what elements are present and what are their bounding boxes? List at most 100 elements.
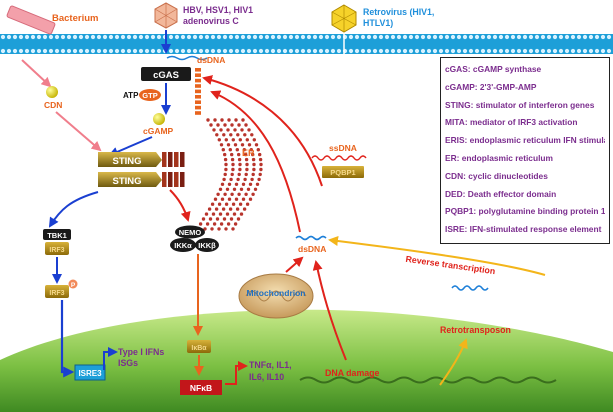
lipid-head — [174, 48, 180, 54]
ikkb-label: IKKβ — [198, 241, 216, 250]
er-dot — [227, 118, 231, 122]
lipid-head — [528, 34, 534, 40]
lipid-head — [312, 34, 318, 40]
er-dot — [222, 177, 226, 182]
lipid-head — [438, 48, 444, 54]
lipid-head — [546, 34, 552, 40]
ikkb-ellipse — [195, 238, 219, 252]
er-dot — [252, 138, 256, 142]
er-dot — [234, 197, 239, 201]
mitochondrion-cristae — [245, 290, 307, 302]
er-dot — [223, 152, 227, 157]
lipid-head — [372, 34, 378, 40]
lipid-head — [102, 34, 108, 40]
dna-ladder-rung — [195, 95, 201, 99]
er-dot — [213, 118, 217, 122]
lipid-head — [288, 48, 294, 54]
er-dot — [210, 227, 214, 231]
er-dot — [256, 148, 260, 152]
lipid-head — [318, 48, 324, 54]
lipid-head — [432, 48, 438, 54]
retrotransposon-label: Retrotransposon — [440, 325, 511, 335]
lipid-head — [246, 34, 252, 40]
sting-dimer — [98, 152, 185, 187]
lipid-head — [450, 48, 456, 54]
er-dot — [236, 217, 241, 221]
lipid-head — [408, 34, 414, 40]
er-dot — [236, 133, 240, 137]
lipid-head — [252, 34, 258, 40]
lipid-head — [186, 48, 192, 54]
mitochondrion-label: Mitochondrion — [246, 288, 305, 298]
irf3-phospho-box — [45, 285, 69, 298]
legend-item-er: ER: endoplasmic reticulum — [445, 152, 553, 163]
lipid-head — [66, 48, 72, 54]
er-dot — [201, 217, 206, 221]
tbk1-label: TBK1 — [47, 231, 67, 240]
lipid-head — [570, 48, 576, 54]
lipid-head — [348, 48, 354, 54]
lipid-head — [498, 48, 504, 54]
lipid-head — [210, 48, 216, 54]
lipid-head — [204, 48, 210, 54]
er-dot — [245, 162, 249, 167]
lipid-head — [414, 34, 420, 40]
er-dot — [226, 143, 231, 147]
er-dot — [217, 227, 221, 231]
er-dot — [234, 182, 239, 186]
irf3-to-isre3-arrow — [60, 300, 75, 378]
er-dot — [241, 182, 246, 186]
lipid-head — [360, 48, 366, 54]
er-dot — [230, 157, 235, 162]
er-dot — [224, 227, 228, 231]
legend-item-cgas: cGAS: cGAMP synthase — [445, 64, 542, 74]
er-dot — [245, 167, 249, 172]
sting-lower-label: STING — [112, 176, 141, 187]
lipid-head — [558, 48, 564, 54]
lipid-head — [138, 48, 144, 54]
lipid-head — [72, 48, 78, 54]
er-dot — [234, 118, 238, 122]
cdn-to-sting-arrow — [55, 111, 102, 152]
lipid-head — [432, 34, 438, 40]
lipid-head — [216, 34, 222, 40]
lipid-head — [42, 34, 48, 40]
chromatin-dna-wave — [299, 376, 557, 384]
er-dot — [217, 138, 221, 142]
er-dot — [228, 148, 232, 152]
dsdna-to-cgas-arrow — [210, 90, 301, 233]
er-dot — [206, 118, 210, 122]
lipid-head — [462, 48, 468, 54]
gtp-ellipse — [139, 89, 161, 101]
lipid-head — [564, 34, 570, 40]
er-dot — [204, 212, 209, 216]
lipid-head — [144, 48, 150, 54]
er-dot — [219, 143, 224, 147]
legend-item-cgamp: cGAMP: 2'3'-GMP-AMP — [445, 81, 537, 92]
er-dot — [239, 212, 244, 216]
lipid-head — [6, 34, 12, 40]
lipid-head — [228, 48, 234, 54]
lipid-head — [24, 48, 30, 54]
er-dot — [227, 182, 232, 186]
legend-box: cGAS: cGAMP synthase cGAMP: 2'3'-GMP-AMP… — [440, 57, 610, 244]
lipid-head — [306, 34, 312, 40]
cell-membrane — [0, 34, 613, 54]
cgas-box — [141, 67, 191, 81]
lipid-head — [48, 34, 54, 40]
lipid-head — [150, 34, 156, 40]
reverse-transcription-top-label-2: transcription — [228, 81, 280, 91]
lipid-head — [456, 34, 462, 40]
lipid-head — [504, 48, 510, 54]
er-dot — [231, 202, 236, 206]
er-dot — [243, 177, 247, 182]
er-dot — [218, 187, 223, 191]
atp-label: ATP — [123, 91, 139, 100]
lipid-head — [300, 34, 306, 40]
lipid-head — [336, 34, 342, 40]
dsdna-strand-top — [166, 55, 208, 61]
er-dot — [241, 197, 246, 201]
er-dot — [253, 187, 258, 191]
dna-ladder-rung — [195, 84, 201, 88]
er-dot — [235, 207, 240, 211]
